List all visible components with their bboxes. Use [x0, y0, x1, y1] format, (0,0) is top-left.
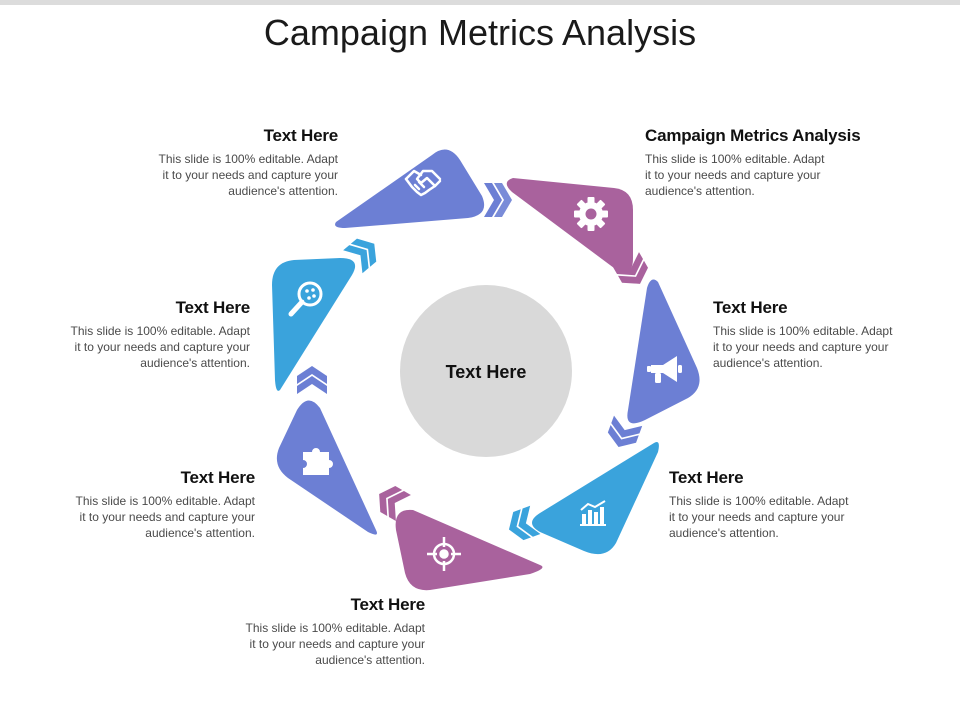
top-bar	[0, 0, 960, 5]
bar-chart-icon	[580, 500, 606, 526]
step-body: This slide is 100% editable. Adapt it to…	[669, 494, 849, 540]
step-body: This slide is 100% editable. Adapt it to…	[158, 152, 338, 198]
step-heading: Text Here	[263, 126, 339, 145]
step-heading: Campaign Metrics Analysis	[645, 126, 861, 145]
segment-shape	[627, 279, 700, 424]
segment-shape	[395, 509, 543, 591]
connector-arrow	[379, 486, 411, 521]
step-label-4: Text Here This slide is 100% editable. A…	[125, 595, 426, 668]
connector-arrow	[297, 366, 327, 394]
step-label-7: Text Here This slide is 100% editable. A…	[38, 126, 339, 199]
segment-shape	[335, 149, 485, 228]
step-label-2: Text Here This slide is 100% editable. A…	[713, 298, 960, 371]
segment-shape	[506, 178, 633, 273]
step-label-1: Campaign Metrics Analysis This slide is …	[645, 126, 945, 199]
segment-magnifier	[272, 258, 356, 391]
step-heading: Text Here	[175, 298, 251, 317]
segment-puzzle	[276, 400, 377, 535]
connector-arrow	[343, 238, 377, 274]
step-body: This slide is 100% editable. Adapt it to…	[645, 152, 825, 198]
step-heading: Text Here	[669, 468, 744, 487]
segment-handshake	[335, 149, 485, 228]
step-body: This slide is 100% editable. Adapt it to…	[713, 324, 893, 370]
step-label-3: Text Here This slide is 100% editable. A…	[669, 468, 960, 541]
step-body: This slide is 100% editable. Adapt it to…	[245, 621, 425, 667]
step-heading: Text Here	[350, 595, 426, 614]
gear-icon	[574, 197, 608, 231]
step-body: This slide is 100% editable. Adapt it to…	[75, 494, 255, 540]
connector-arrow	[607, 415, 643, 448]
magnifier-icon	[288, 281, 323, 317]
target-icon	[427, 537, 461, 571]
handshake-icon	[404, 169, 442, 197]
step-label-5: Text Here This slide is 100% editable. A…	[0, 468, 256, 541]
center-circle	[400, 285, 572, 457]
puzzle-icon	[303, 448, 333, 475]
segment-shape	[272, 258, 356, 391]
connector-arrow	[613, 252, 648, 284]
step-body: This slide is 100% editable. Adapt it to…	[70, 324, 250, 370]
segment-shape	[532, 442, 659, 555]
segment-megaphone	[627, 279, 700, 424]
step-label-6: Text Here This slide is 100% editable. A…	[0, 298, 251, 371]
megaphone-icon	[647, 356, 682, 383]
step-heading: Text Here	[180, 468, 256, 487]
connector-arrow	[508, 505, 541, 541]
segment-target	[395, 509, 543, 591]
connector-arrow	[484, 183, 512, 217]
page-title: Campaign Metrics Analysis	[263, 12, 697, 53]
segment-gear	[506, 178, 633, 273]
step-heading: Text Here	[713, 298, 788, 317]
center-label: Text Here	[446, 362, 527, 382]
segment-bar-chart	[532, 442, 659, 555]
